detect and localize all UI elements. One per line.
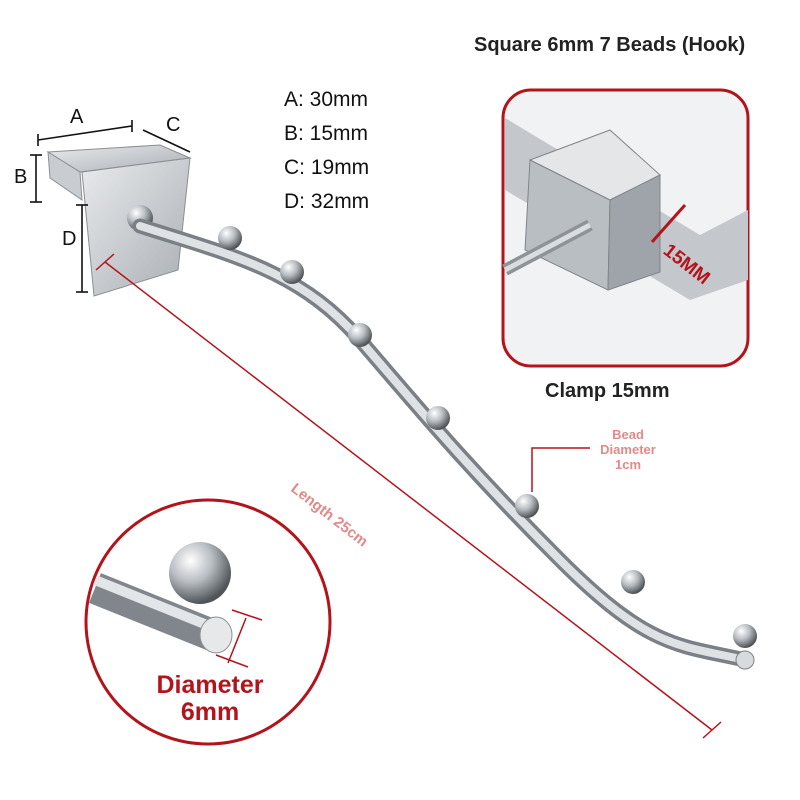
diameter-note-line-2: 6mm	[180, 698, 240, 726]
spec-b: B: 15mm	[284, 122, 369, 145]
bead	[348, 323, 372, 347]
product-title: Square 6mm 7 Beads (Hook)	[474, 34, 746, 56]
rod-diameter-note: Diameter 6mm	[130, 672, 290, 726]
spec-a: A: 30mm	[284, 88, 369, 111]
bead	[280, 260, 304, 284]
beads	[218, 226, 757, 648]
bead	[218, 226, 242, 250]
bead	[733, 624, 757, 648]
dimension-letter-c: C	[166, 114, 181, 136]
clamp-caption: Clamp 15mm	[545, 380, 670, 402]
bead	[621, 570, 645, 594]
spec-c: C: 19mm	[284, 156, 370, 179]
bead-note-line-1: Bead	[612, 427, 644, 442]
dimension-letter-d: D	[62, 228, 77, 250]
bead-note-line-2: Diameter	[600, 442, 656, 457]
bead-diameter-note: Bead Diameter 1cm	[588, 427, 668, 472]
diameter-closeup	[84, 498, 332, 746]
length-dimension	[95, 253, 722, 739]
dimension-letter-a: A	[70, 106, 84, 128]
bead	[515, 494, 539, 518]
hook-rod	[132, 218, 755, 670]
diameter-note-line-1: Diameter	[156, 671, 264, 699]
clamp-closeup-panel	[501, 88, 750, 368]
bead-callout-line	[531, 447, 590, 492]
dimension-letter-b: B	[14, 166, 28, 188]
bracket-dimensions	[30, 120, 191, 293]
bead	[426, 406, 450, 430]
spec-d: D: 32mm	[284, 190, 370, 213]
bead-note-line-3: 1cm	[614, 457, 642, 472]
